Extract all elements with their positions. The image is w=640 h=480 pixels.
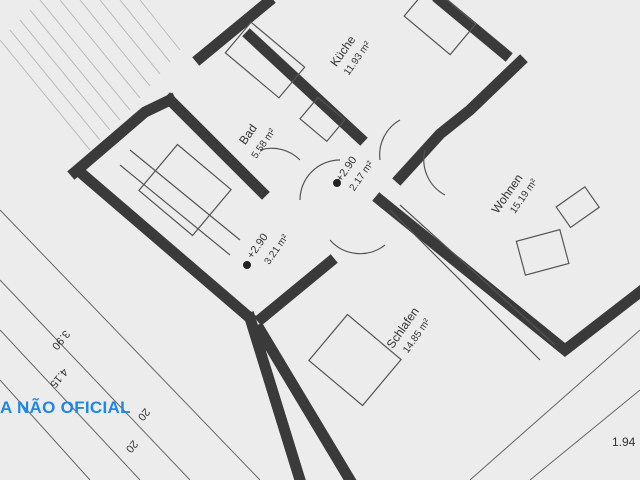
fixtures [119, 0, 601, 407]
room-name-bad: Bad [236, 122, 260, 148]
watermark-text: A NÃO OFICIAL [0, 398, 131, 417]
dimension-1-94: 1.94 [612, 435, 636, 449]
dimension-3-90: 3.90 [49, 328, 72, 352]
level-marker-icon [243, 261, 251, 269]
walls [67, 0, 640, 480]
dimension-20-b: 20 [123, 438, 140, 455]
level-marker-icon [333, 179, 341, 187]
dimension-4-15: 4.15 [47, 366, 70, 390]
balcony-hatching [0, 0, 181, 151]
dimension-20-a: 20 [135, 406, 152, 423]
